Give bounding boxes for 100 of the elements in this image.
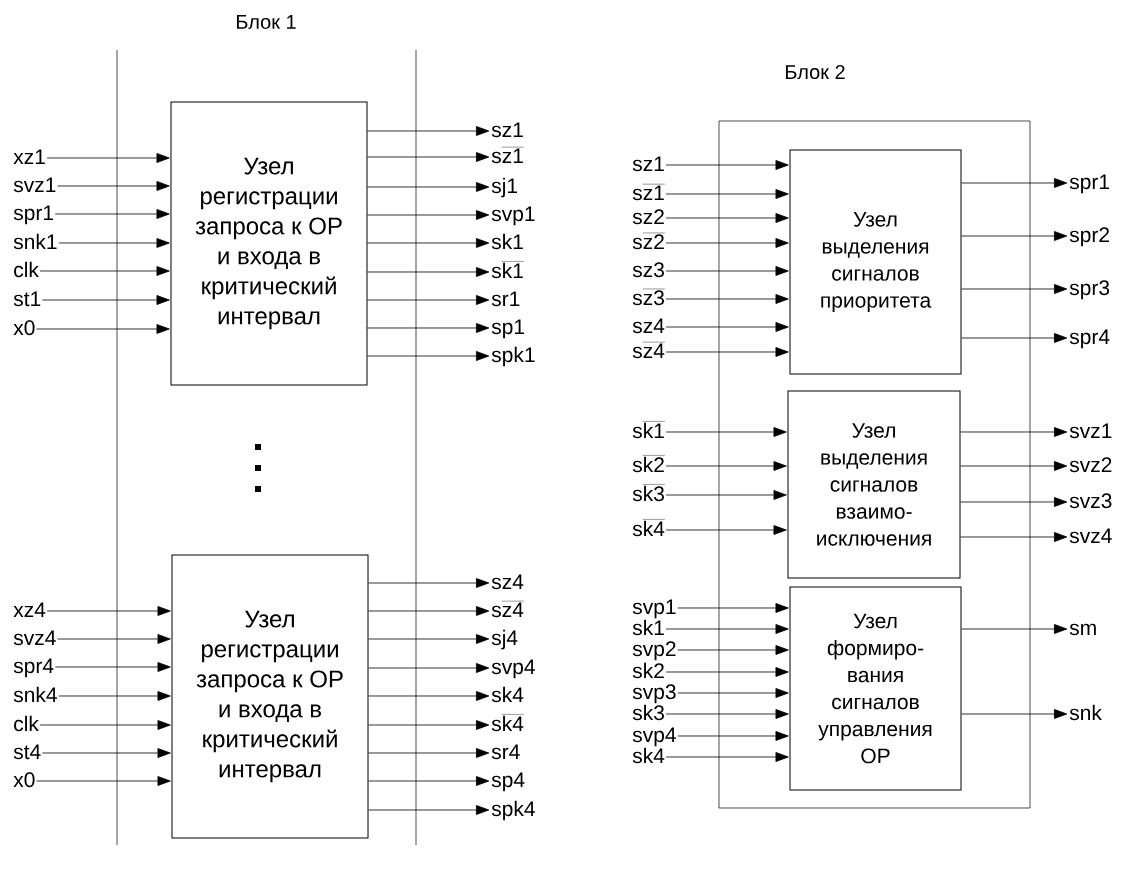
arrow [368, 606, 490, 616]
arrow [368, 748, 490, 758]
arrow [960, 461, 1068, 471]
arrow [665, 667, 789, 677]
signal-label: svp2 [632, 641, 676, 661]
signal-label: $\mathrm{s}\overline{\mathrm{z3}}$ [632, 288, 665, 306]
signal-label: svz1 [13, 177, 56, 193]
arrow [367, 210, 490, 220]
signal-label: $\mathrm{s}\overline{\mathrm{z2}}$ [632, 232, 665, 250]
signal-label: svp4 [632, 727, 676, 747]
signal-label: spr1 [13, 205, 54, 225]
signal-label: spr4 [13, 658, 54, 678]
signal-label: st4 [13, 744, 41, 760]
arrow [677, 603, 789, 613]
arrow [665, 490, 787, 500]
arrow [665, 347, 789, 357]
signal-label: sz2 [632, 209, 664, 225]
arrow [54, 662, 171, 672]
arrow [961, 231, 1068, 241]
arrow [57, 181, 170, 191]
signal-label: svz3 [1069, 493, 1112, 509]
signal-label: sj1 [491, 177, 517, 198]
arrow [39, 720, 171, 730]
arrow [665, 525, 787, 535]
arrow [665, 189, 789, 199]
signal-label: $\mathrm{s}\overline{\mathrm{k4}}$ [491, 714, 524, 732]
arrow [367, 152, 490, 162]
arrow [960, 532, 1068, 542]
arrow [665, 752, 789, 762]
arrow [368, 691, 490, 701]
signal-label: $\mathrm{s}\overline{\mathrm{z1}}$ [632, 184, 665, 201]
signal-label: $\mathrm{s}\overline{\mathrm{z1}}$ [491, 147, 524, 164]
process-box: Узел выделения сигналов взаимо- исключения [787, 390, 961, 579]
signal-label: $\mathrm{s}\overline{\mathrm{k1}}$ [491, 261, 524, 279]
arrow [665, 238, 789, 248]
signal-label: sz4 [632, 318, 665, 334]
arrow [665, 427, 787, 437]
arrow [36, 776, 171, 786]
signal-label: snk4 [13, 686, 57, 703]
signal-label: clk [14, 715, 39, 732]
signal-label: sk2 [632, 662, 664, 679]
signal-label: svp3 [632, 684, 676, 704]
arrow [665, 266, 789, 276]
process-box: Узел формиро- вания сигналов управления ОР [789, 586, 962, 791]
signal-label: sr1 [491, 291, 520, 307]
arrow [665, 624, 789, 634]
arrow [39, 266, 170, 276]
signal-label: sr4 [491, 744, 520, 760]
arrow [665, 322, 789, 332]
arrow [368, 805, 490, 815]
arrow [665, 160, 789, 170]
arrow [665, 709, 789, 719]
arrow [58, 691, 171, 701]
signal-label: spr3 [1069, 280, 1110, 300]
signal-label: sk1 [632, 619, 664, 636]
signal-label: $\mathrm{s}\overline{\mathrm{z4}}$ [491, 601, 524, 618]
signal-label: spk4 [491, 800, 535, 821]
arrow [368, 663, 490, 673]
arrow [961, 624, 1068, 634]
arrow [665, 294, 789, 304]
arrow [960, 427, 1068, 437]
arrow [42, 748, 171, 758]
signal-label: $\mathrm{s}\overline{\mathrm{k3}}$ [632, 484, 665, 502]
arrow [677, 688, 789, 698]
signal-label: sk3 [632, 704, 664, 721]
signal-label: svz4 [13, 630, 56, 646]
arrow [46, 153, 170, 163]
arrow [665, 461, 787, 471]
arrow [36, 324, 170, 334]
signal-label: svz1 [1069, 423, 1112, 439]
arrow [42, 295, 170, 305]
signal-label: svz4 [1069, 528, 1112, 544]
arrow [367, 267, 490, 277]
signal-label: x0 [13, 320, 35, 336]
signal-label: svp1 [491, 206, 535, 226]
arrow [961, 178, 1068, 188]
arrow [367, 295, 490, 305]
signal-label: sj4 [491, 629, 518, 650]
arrow [367, 126, 490, 136]
signal-label: clk [14, 261, 39, 278]
signal-label: sz1 [491, 122, 523, 138]
arrow [58, 238, 170, 248]
arrow [368, 578, 490, 588]
arrow [367, 182, 490, 192]
signal-label: sz1 [632, 156, 664, 172]
signal-label: $\mathrm{s}\overline{\mathrm{k2}}$ [632, 455, 665, 473]
arrow [677, 731, 789, 741]
arrow [961, 709, 1068, 719]
signal-label: sp1 [491, 319, 525, 339]
signal-label: st1 [13, 291, 41, 307]
arrow [54, 209, 170, 219]
signal-label: sz4 [491, 574, 524, 590]
signal-label: svp4 [491, 659, 535, 679]
arrow [367, 238, 490, 248]
arrow [57, 634, 171, 644]
arrow [368, 776, 490, 786]
signal-label: sz3 [632, 262, 664, 278]
signal-label: sp4 [491, 772, 525, 792]
process-box: Узел регистрации запроса к ОР и входа в критический интервал [170, 101, 368, 386]
signal-label: spr4 [1069, 329, 1110, 349]
